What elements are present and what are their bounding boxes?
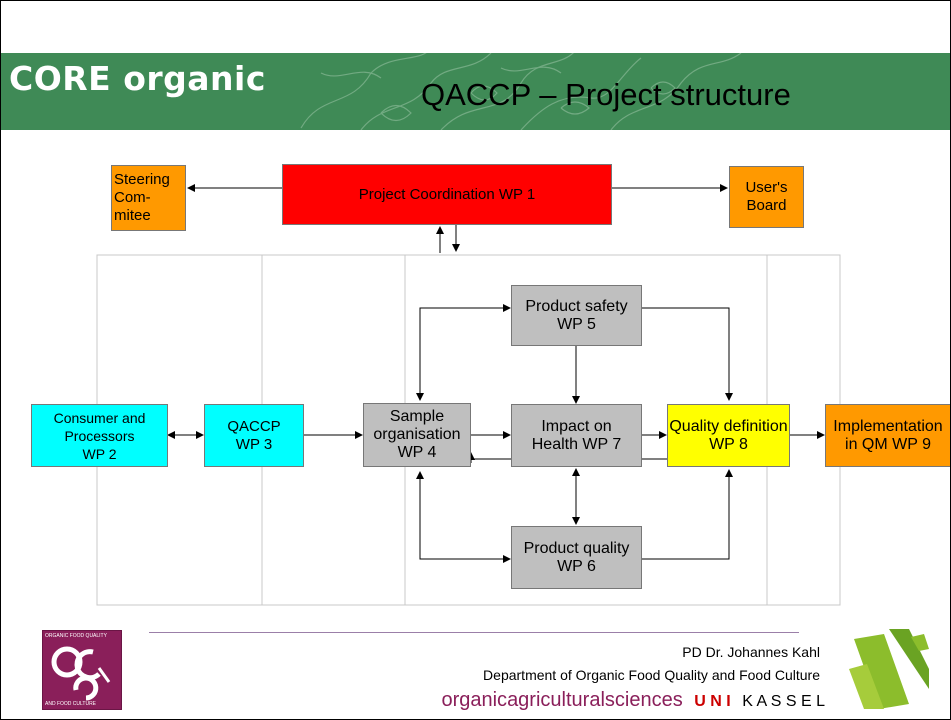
puzzle-pattern: [300, 53, 742, 130]
arrow-wp6-wp4: [416, 471, 510, 560]
footer-department: Department of Organic Food Quality and F…: [483, 667, 820, 683]
arrow-wp5-wp4: [416, 307, 510, 401]
arrow-wp6-wp8: [642, 469, 733, 560]
slide-title: QACCP – Project structure: [421, 77, 791, 112]
node-users-board: User's Board: [729, 166, 804, 228]
arrow-wp5-wp8: [642, 307, 733, 401]
header-banner: CORE organic QACCP – Project structure: [1, 53, 950, 130]
node-quality-definition: Quality definition WP 8: [667, 404, 790, 467]
ofc-emblem-icon: [51, 646, 111, 701]
ofc-logo-top-text: ORGANIC FOOD QUALITY: [45, 633, 107, 639]
ofc-logo-bottom-text: AND FOOD CULTURE: [45, 701, 97, 707]
node-consumer-processors: Consumer and Processors WP 2: [31, 404, 168, 467]
core-organic-logo: CORE organic: [9, 59, 266, 98]
node-implementation: Implementation in QM WP 9: [825, 404, 950, 467]
node-product-quality: Product quality WP 6: [511, 526, 642, 589]
univ-agricultural: agriculturalsciences: [507, 689, 683, 711]
node-impact-on-health: Impact on Health WP 7: [511, 404, 642, 467]
univ-uni: U N I: [694, 693, 731, 710]
node-qaccp: QACCP WP 3: [204, 404, 304, 467]
footer-divider: [149, 632, 799, 633]
leaf-stripes-icon: [849, 629, 929, 709]
ofc-logo: ORGANIC FOOD QUALITY AND FOOD CULTURE: [42, 630, 122, 710]
footer-author: PD Dr. Johannes Kahl: [682, 644, 820, 660]
leaf-logo: [849, 629, 929, 709]
univ-kassel: K A S S E L: [742, 693, 825, 710]
node-product-safety: Product safety WP 5: [511, 285, 642, 346]
univ-organic: organic: [441, 689, 508, 711]
node-steering-commitee: Steering Com- mitee: [111, 165, 186, 231]
node-sample-organisation: Sample organisation WP 4: [363, 403, 471, 467]
node-project-coordination: Project Coordination WP 1: [282, 164, 612, 225]
university-logo: organicagriculturalsciences U N I K A S …: [441, 689, 825, 712]
